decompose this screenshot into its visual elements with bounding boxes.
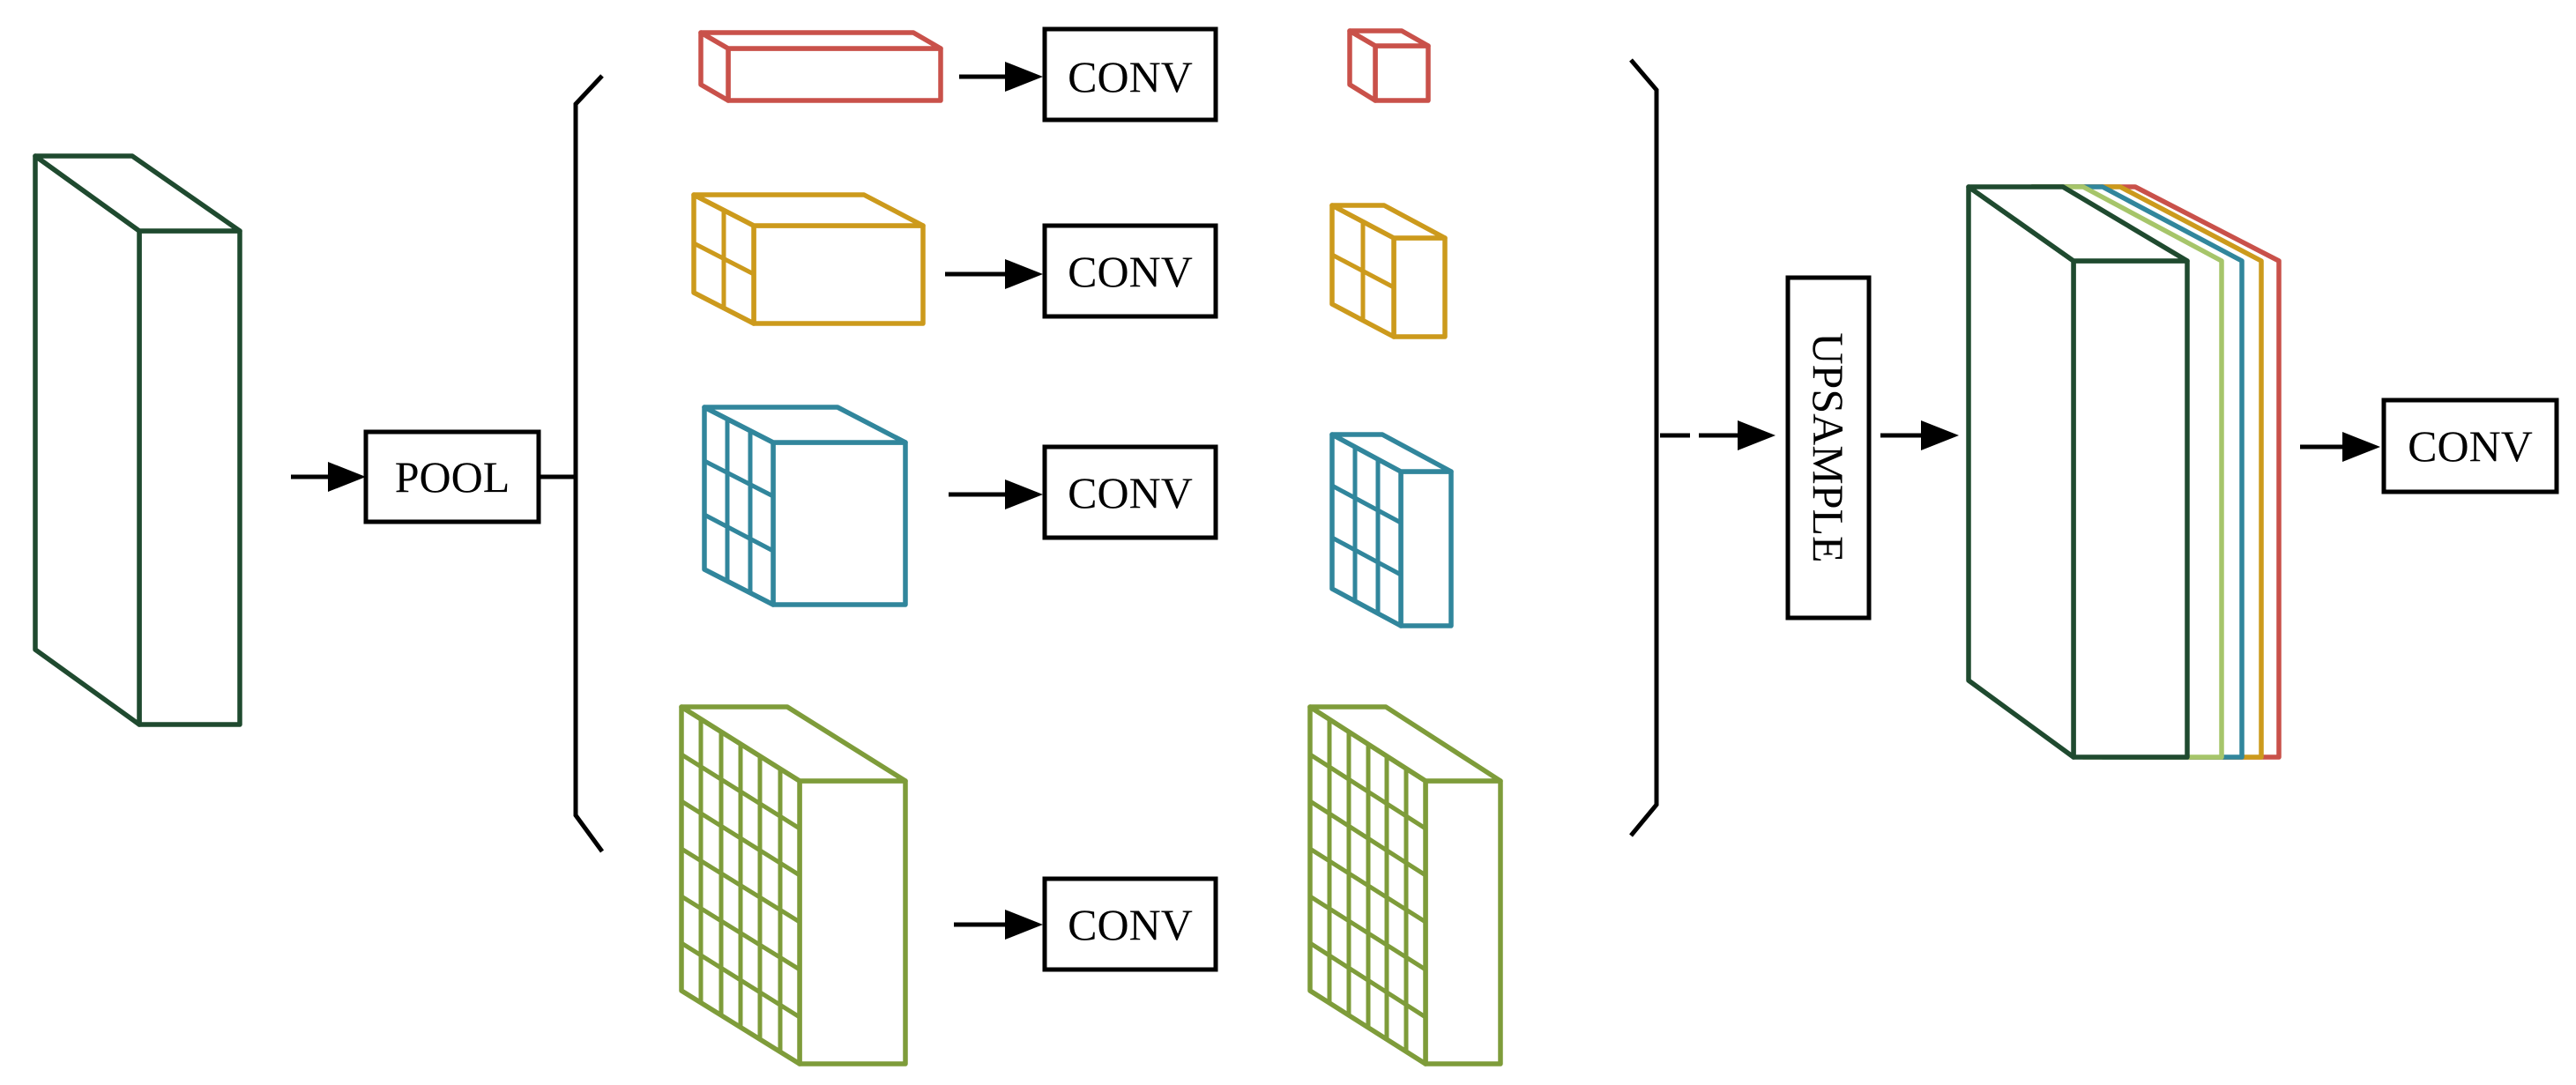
branch-3-pooled-block (702, 405, 908, 607)
input-feature-map-side (33, 153, 142, 727)
right-bracket (1629, 58, 1659, 837)
branch-1-conv-label: CONV (1068, 52, 1193, 101)
branch-3-pooled-grid (703, 419, 775, 593)
branch-2-pooled-block (691, 192, 926, 326)
branch-3-output-block (1329, 432, 1454, 628)
arrow-to-upsample (1660, 420, 1776, 450)
branch-2-output-block (1329, 203, 1448, 339)
branch-4-conv-label: CONV (1068, 900, 1193, 949)
final-conv-label: CONV (2408, 421, 2533, 471)
branch-2-conv-box: CONV (1042, 223, 1218, 319)
branch-4-output-block (1307, 704, 1503, 1066)
branch-3-conv-box: CONV (1042, 444, 1218, 540)
branch-4-output-grid (1308, 719, 1427, 1052)
concat-feature-map (1966, 184, 2282, 760)
branch-2-conv-label: CONV (1068, 247, 1193, 296)
branch-3-conv-label: CONV (1068, 468, 1193, 517)
concat-layer-dark-green (1966, 184, 2190, 760)
input-feature-map (33, 153, 242, 727)
final-conv-box: CONV (2381, 398, 2559, 494)
branch-2-pooled-grid (692, 210, 756, 308)
branch-1-conv-box: CONV (1042, 26, 1218, 123)
arrow-to-final-conv (2300, 432, 2380, 462)
branch-4-pooled-block (679, 704, 908, 1066)
branch-4-conv-box: CONV (1042, 876, 1218, 972)
branch-1-pooled-block (698, 30, 943, 103)
arrow-to-concat (1880, 420, 1959, 450)
branch-2-output-grid (1330, 221, 1396, 320)
pool-box: POOL (363, 429, 541, 524)
upsample-box: UPSAMPLE (1785, 275, 1872, 621)
left-bracket (573, 74, 605, 853)
pool-label: POOL (395, 452, 510, 502)
branch-4-pooled-grid (680, 719, 801, 1052)
branch-1-arrow (959, 62, 1043, 92)
branch-3-output-grid (1330, 447, 1403, 613)
input-feature-map-top (33, 153, 242, 234)
branch-2-arrow (945, 259, 1043, 289)
upsample-label: UPSAMPLE (1804, 332, 1853, 562)
branch-4-arrow (954, 910, 1043, 940)
arrow-to-pool (291, 462, 366, 492)
branch-3-arrow (949, 479, 1043, 509)
input-feature-map-front (137, 228, 242, 727)
branch-1-output-block (1347, 28, 1431, 103)
